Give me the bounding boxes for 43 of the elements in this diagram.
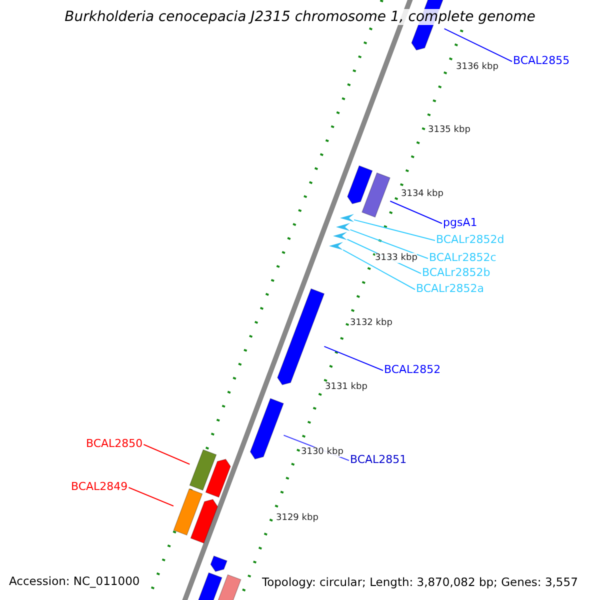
scale-label: 3129 kbp (276, 513, 318, 523)
gene-label: BCALr2852c (429, 251, 496, 264)
rna-gene-marker (336, 223, 350, 231)
gene-feature (189, 449, 217, 491)
rna-gene-marker (340, 214, 354, 222)
leader-line (354, 219, 436, 241)
leader-line (350, 229, 428, 259)
gene-label: BCALr2852d (436, 233, 504, 246)
gene-feature (250, 398, 284, 460)
rna-gene-marker (333, 232, 347, 240)
gene-label: BCALr2852a (416, 282, 484, 295)
gene-feature (196, 572, 222, 600)
info-text: Topology: circular; Length: 3,870,082 bp; Genes: 3,557 (262, 575, 578, 589)
scale-label: 3134 kbp (401, 189, 444, 199)
gene-feature (210, 555, 228, 572)
gene-label: BCAL2855 (513, 54, 570, 67)
title: Burkholderia cenocepacia J2315 chromosome 1, complete genome (64, 9, 536, 25)
gene-feature (190, 498, 218, 544)
scale-label: 3131 kbp (325, 382, 368, 392)
gene-feature (361, 172, 391, 218)
scale-label: 3130 kbp (301, 447, 344, 457)
gene-label: BCALr2852b (422, 266, 490, 279)
scale-label: 3136 kbp (456, 62, 498, 72)
gene-feature (277, 288, 325, 386)
gene-feature (205, 458, 231, 498)
leader-line (444, 28, 512, 62)
leader-line (143, 444, 190, 465)
info-text: Accession: NC_011000 (9, 574, 140, 588)
gene-label: BCAL2851 (350, 453, 407, 466)
leader-line (390, 200, 442, 224)
scale-label: 3135 kbp (428, 125, 470, 135)
gene-feature (173, 488, 203, 536)
gene-label: BCAL2849 (71, 480, 128, 493)
gene-label: BCAL2850 (86, 437, 143, 450)
gene-feature (347, 165, 373, 204)
leader-line (342, 249, 416, 290)
leader-line (324, 346, 384, 371)
gene-label: pgsA1 (443, 216, 478, 229)
scale-label: 3133 kbp (375, 253, 418, 263)
gene-label: BCAL2852 (384, 363, 441, 376)
scale-label: 3132 kbp (350, 318, 392, 328)
rna-gene-marker (329, 242, 343, 250)
leader-line (128, 487, 174, 506)
